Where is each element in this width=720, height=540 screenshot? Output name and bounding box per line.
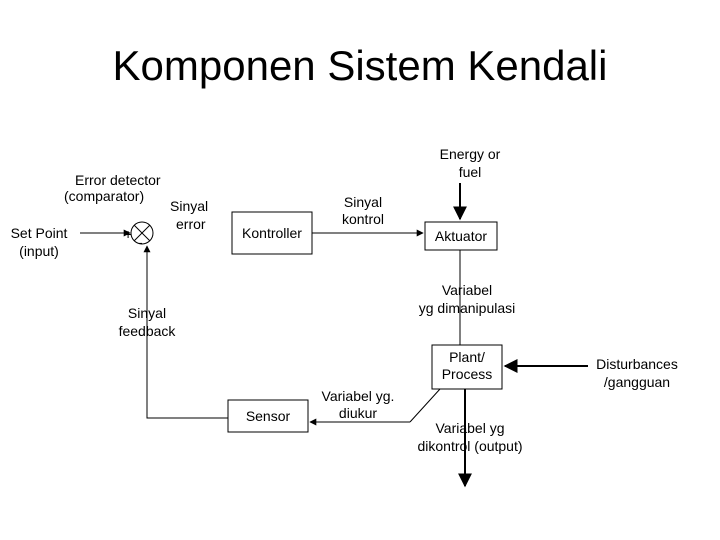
energy-line2: fuel [459, 164, 482, 180]
sinyal-error-line2: error [176, 216, 206, 232]
error-detector-line2: (comparator) [64, 188, 144, 204]
sinyal-kontrol-line2: kontrol [342, 211, 384, 227]
disturbances-line1: Disturbances [596, 356, 678, 372]
set-point-line1: Set Point [11, 225, 68, 241]
aktuator-label: Aktuator [435, 228, 487, 244]
feedback-line [146, 248, 228, 419]
set-point-line2: (input) [19, 243, 59, 259]
kontroller-label: Kontroller [242, 225, 302, 241]
sinyal-kontrol-line1: Sinyal [344, 194, 382, 210]
sensor-box [227, 399, 309, 433]
variabel-diukur-line1: Variabel yg. [322, 388, 395, 404]
plant-box [431, 344, 503, 390]
measured-variable-line-diag [409, 388, 441, 423]
variabel-dikontrol-line2: dikontrol (output) [417, 438, 522, 454]
disturbances-line2: /gangguan [604, 374, 670, 390]
energy-line1: Energy or [440, 146, 501, 162]
comparator-junction [130, 221, 154, 245]
variabel-diukur-line2: diukur [339, 405, 377, 421]
variabel-manipulasi-line1: Variabel [442, 282, 492, 298]
minus-sign: - [138, 234, 143, 250]
variabel-dikontrol-line1: Variabel yg [435, 420, 504, 436]
variabel-manipulasi-line2: yg dimanipulasi [419, 300, 516, 316]
sinyal-feedback-line2: feedback [119, 323, 177, 339]
error-detector-line1: Error detector [75, 172, 161, 188]
plant-label-line1: Plant/ [449, 349, 485, 365]
sinyal-feedback-line1: Sinyal [128, 305, 166, 321]
sinyal-error-line1: Sinyal [170, 198, 208, 214]
slide-title: Komponen Sistem Kendali [112, 42, 608, 89]
aktuator-box [424, 221, 498, 251]
plant-label-line2: Process [442, 366, 493, 382]
sensor-label: Sensor [246, 408, 291, 424]
plus-sign: + [124, 226, 132, 242]
